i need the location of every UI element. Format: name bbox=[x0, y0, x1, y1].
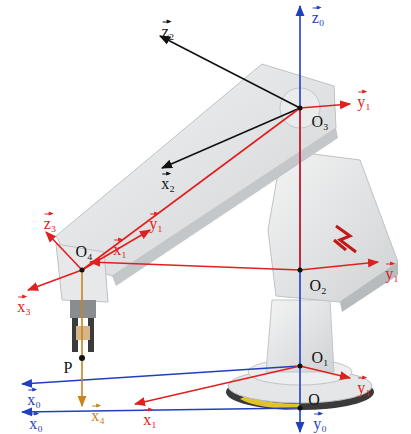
axis-label: z₂ bbox=[161, 21, 176, 40]
axis-label: y₀ bbox=[312, 412, 328, 431]
point-label: O₂ bbox=[308, 275, 327, 294]
axis-label: z₃ bbox=[43, 213, 58, 232]
point-label: O bbox=[307, 389, 321, 408]
axis-label: x₀ bbox=[26, 389, 42, 408]
axis-label: x₁ bbox=[112, 239, 128, 258]
axis-label: y₁ bbox=[384, 263, 400, 282]
point-label: O₃ bbox=[310, 111, 329, 130]
axis-label: x₂ bbox=[160, 173, 176, 192]
coordinate-axes bbox=[22, 6, 378, 432]
axis-label: x₃ bbox=[16, 296, 32, 315]
point-label: O₄ bbox=[74, 241, 93, 260]
axis-label: y₁ bbox=[356, 377, 372, 396]
axis-label: z₀ bbox=[311, 7, 326, 26]
axis-label: y₁ bbox=[148, 213, 164, 232]
point-label: O₁ bbox=[310, 347, 329, 366]
axis-label: x₄ bbox=[90, 405, 106, 424]
axis-label: x₀ bbox=[28, 412, 44, 431]
axis-label: y₁ bbox=[356, 91, 372, 110]
robot-shoulder bbox=[268, 150, 398, 312]
frame-origins bbox=[79, 106, 303, 411]
axis-label: x₁ bbox=[142, 409, 158, 428]
point-label: P bbox=[63, 357, 74, 376]
